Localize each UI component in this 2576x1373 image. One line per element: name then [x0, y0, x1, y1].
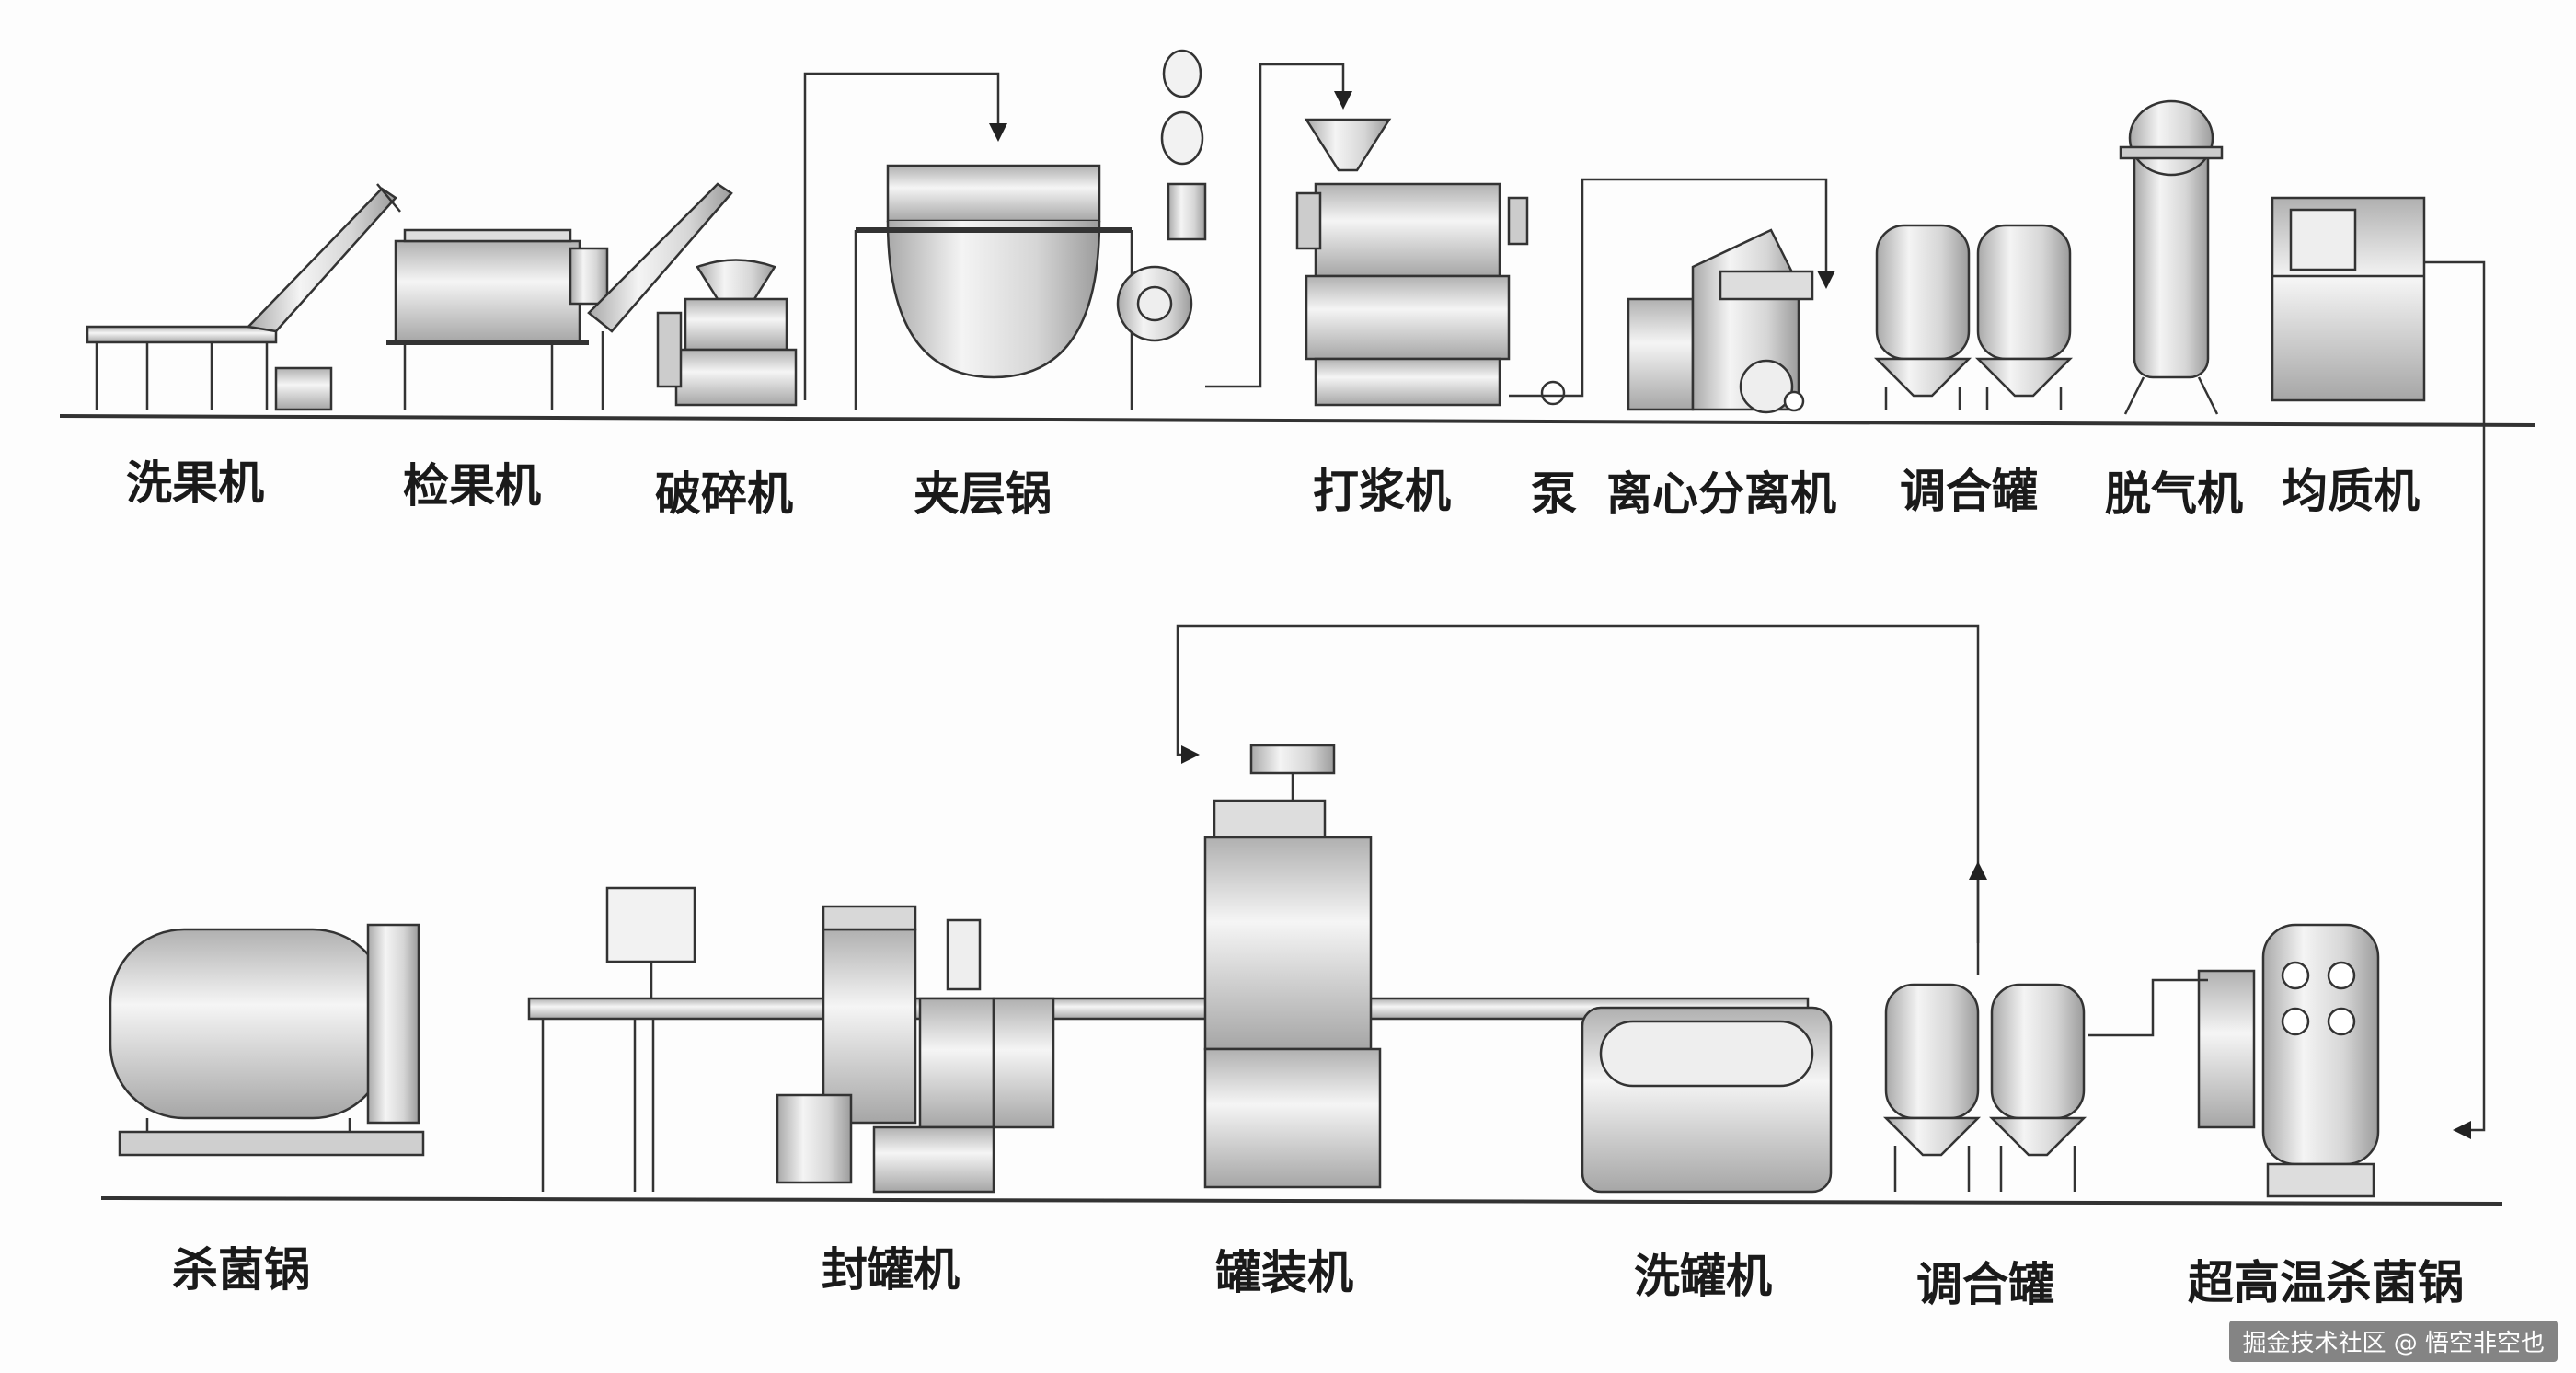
label-pulper: 打浆机	[1313, 465, 1451, 518]
pulper-machine	[1295, 118, 1529, 407]
pipe-crusher-kettle	[803, 72, 1007, 400]
label-can-washer: 洗罐机	[1634, 1250, 1772, 1303]
watermark: 掘金技术社区 @ 悟空非空也	[2229, 1321, 2558, 1362]
inspector-machine	[386, 182, 733, 410]
label-sterilization-kettle: 杀菌锅	[172, 1243, 310, 1297]
pipe-pulper-centrifuge	[1509, 178, 1835, 398]
label-crusher: 破碎机	[655, 467, 793, 521]
label-deaerator: 脱气机	[2105, 467, 2243, 521]
label-blending-tank-top: 调合罐	[1900, 465, 2038, 518]
jacketed-kettle	[854, 49, 1207, 410]
can-washer-machine	[1581, 1006, 1833, 1194]
label-pump: 泵	[1531, 467, 1577, 521]
ground-line-bottom	[100, 1196, 2503, 1206]
deaerator-machine	[2119, 99, 2224, 415]
pipe-tank-to-filler	[1176, 624, 1980, 975]
blending-tank-pair-top	[1873, 224, 2074, 410]
label-can-filler: 罐装机	[1215, 1246, 1353, 1299]
label-uht-sterilizer: 超高温杀菌锅	[2188, 1256, 2464, 1310]
label-homogenizer: 均质机	[2282, 465, 2420, 518]
uht-sterilizer-machine	[2197, 923, 2380, 1198]
pipe-uht-to-tank	[2088, 978, 2208, 1037]
can-sealer-machine	[776, 905, 1055, 1194]
homogenizer-machine	[2271, 196, 2426, 402]
pipe-kettle-pulper	[1205, 63, 1352, 388]
ground-line-top	[59, 414, 2536, 427]
label-centrifuge: 离心分离机	[1606, 467, 1836, 521]
label-washer: 洗果机	[126, 456, 264, 510]
pump-symbol	[1540, 380, 1566, 406]
sterilization-kettle	[109, 923, 425, 1157]
pipe-homogenizer-out	[2424, 260, 2486, 1139]
label-jacketed-kettle: 夹层锅	[914, 467, 1052, 521]
control-monitor	[605, 886, 696, 963]
blending-tank-pair-bottom	[1882, 983, 2087, 1192]
centrifuge-machine	[1627, 228, 1814, 414]
can-filler-machine	[1203, 744, 1382, 1189]
label-blending-tank-bottom: 调合罐	[1916, 1258, 2054, 1311]
label-can-sealer: 封罐机	[822, 1243, 960, 1297]
washer-machine	[86, 183, 401, 411]
crusher-machine	[656, 259, 798, 407]
label-inspector: 检果机	[403, 459, 541, 513]
